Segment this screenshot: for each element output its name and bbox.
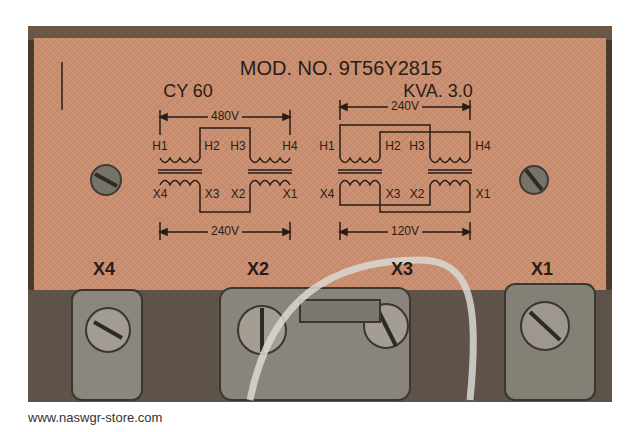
terminal-name: X1 bbox=[283, 188, 298, 201]
voltage-dimension: 240V bbox=[208, 225, 242, 238]
terminal-name: H4 bbox=[475, 140, 490, 153]
voltage-dimension: 120V bbox=[388, 225, 422, 238]
terminal-name: H1 bbox=[152, 140, 167, 153]
wiring-diagram bbox=[158, 110, 292, 240]
terminal-name: H2 bbox=[204, 140, 219, 153]
terminal-label: X2 bbox=[247, 260, 269, 280]
wiring-diagram bbox=[338, 100, 472, 240]
terminal-name: H3 bbox=[409, 140, 424, 153]
model-number: MOD. NO. 9T56Y2815 bbox=[240, 57, 442, 79]
terminal-name: H2 bbox=[385, 140, 400, 153]
terminal-name: H1 bbox=[319, 140, 334, 153]
voltage-dimension: 240V bbox=[388, 100, 422, 113]
terminal-label: X1 bbox=[531, 260, 553, 280]
mark-line bbox=[61, 62, 63, 110]
watermark: www.naswgr-store.com bbox=[28, 411, 162, 425]
terminal-lug bbox=[72, 284, 595, 400]
terminal-name: X4 bbox=[153, 188, 168, 201]
plastic-tube bbox=[250, 260, 473, 400]
terminal-name: X3 bbox=[386, 188, 401, 201]
terminal-name: H3 bbox=[230, 140, 245, 153]
terminal-name: X1 bbox=[476, 188, 491, 201]
kva-rating: KVA. 3.0 bbox=[403, 82, 473, 102]
voltage-dimension: 480V bbox=[208, 110, 242, 123]
terminal-name: X3 bbox=[205, 188, 220, 201]
frequency: CY 60 bbox=[163, 82, 213, 102]
terminal-name: X2 bbox=[410, 188, 425, 201]
terminal-label: X3 bbox=[391, 260, 413, 280]
terminal-label: X4 bbox=[93, 260, 115, 280]
terminal-name: X4 bbox=[320, 188, 335, 201]
terminal-name: H4 bbox=[282, 140, 297, 153]
terminal-name: X2 bbox=[231, 188, 246, 201]
